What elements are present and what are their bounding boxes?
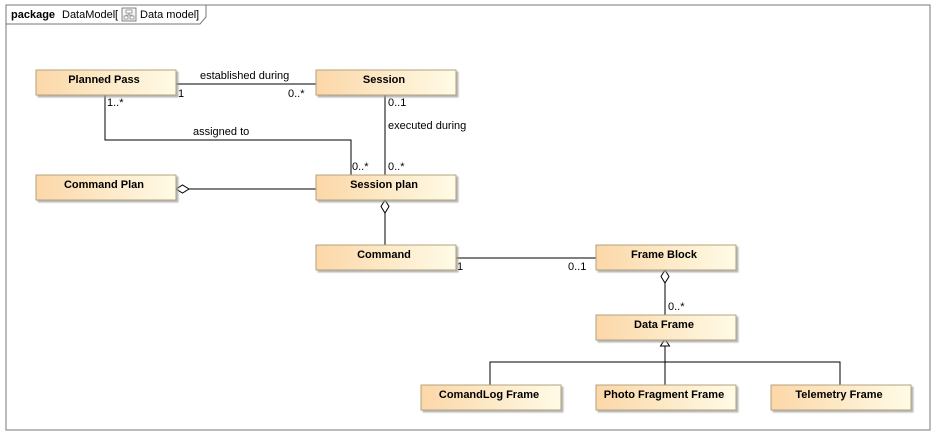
- mult-assigned-planned-pass: 1..*: [107, 97, 124, 109]
- class-command-plan-label: Command Plan: [64, 179, 144, 191]
- class-session[interactable]: Session: [315, 69, 457, 96]
- class-photo-fragment-frame[interactable]: Photo Fragment Frame: [595, 384, 737, 411]
- class-comandlog-frame-label: ComandLog Frame: [439, 389, 539, 401]
- frame-bracket-open: [: [115, 9, 118, 21]
- frame-bracket-close: ]: [196, 9, 199, 21]
- class-data-frame-label: Data Frame: [634, 319, 694, 331]
- diagram-icon: [121, 7, 137, 22]
- assoc-assigned-to-line: [104, 95, 352, 175]
- label-established-during: established during: [200, 70, 289, 82]
- frame-keyword: package: [11, 9, 55, 21]
- mult-frame-block: 0..1: [568, 261, 586, 273]
- class-command-label: Command: [357, 249, 411, 261]
- class-command-plan[interactable]: Command Plan: [35, 174, 177, 201]
- aggregation-diamond-session-plan: [380, 199, 390, 214]
- class-data-frame[interactable]: Data Frame: [595, 314, 737, 341]
- class-frame-block-label: Frame Block: [631, 249, 698, 261]
- mult-executed-session: 0..1: [388, 97, 406, 109]
- class-telemetry-frame[interactable]: Telemetry Frame: [770, 384, 912, 411]
- mult-established-session: 0..*: [288, 88, 305, 100]
- aggregation-diamond-frame-block: [660, 269, 670, 284]
- class-telemetry-frame-label: Telemetry Frame: [795, 389, 882, 401]
- class-session-plan[interactable]: Session plan: [315, 174, 457, 201]
- class-frame-block[interactable]: Frame Block: [595, 244, 737, 271]
- class-planned-pass[interactable]: Planned Pass: [35, 69, 177, 96]
- class-comandlog-frame[interactable]: ComandLog Frame: [420, 384, 562, 411]
- frame-package-name: DataModel: [62, 9, 115, 21]
- mult-assigned-session-plan: 0..*: [352, 161, 369, 173]
- class-planned-pass-label: Planned Pass: [68, 74, 140, 86]
- frame-diagram-name: Data model: [140, 9, 196, 21]
- frame-tab: [5, 4, 207, 25]
- class-session-label: Session: [363, 74, 405, 86]
- mult-established-planned-pass: 1: [178, 88, 184, 100]
- label-executed-during: executed during: [388, 120, 466, 132]
- class-session-plan-label: Session plan: [350, 179, 418, 191]
- generalization-arrowhead: [659, 338, 671, 347]
- mult-command: 1: [457, 261, 463, 273]
- aggregation-diamond-command-plan: [175, 184, 190, 194]
- mult-executed-session-plan: 0..*: [388, 161, 405, 173]
- class-command[interactable]: Command: [315, 244, 457, 271]
- mult-data-frame: 0..*: [668, 301, 685, 313]
- package-frame: [5, 4, 931, 431]
- class-photo-fragment-frame-label: Photo Fragment Frame: [604, 389, 724, 401]
- label-assigned-to: assigned to: [193, 126, 249, 138]
